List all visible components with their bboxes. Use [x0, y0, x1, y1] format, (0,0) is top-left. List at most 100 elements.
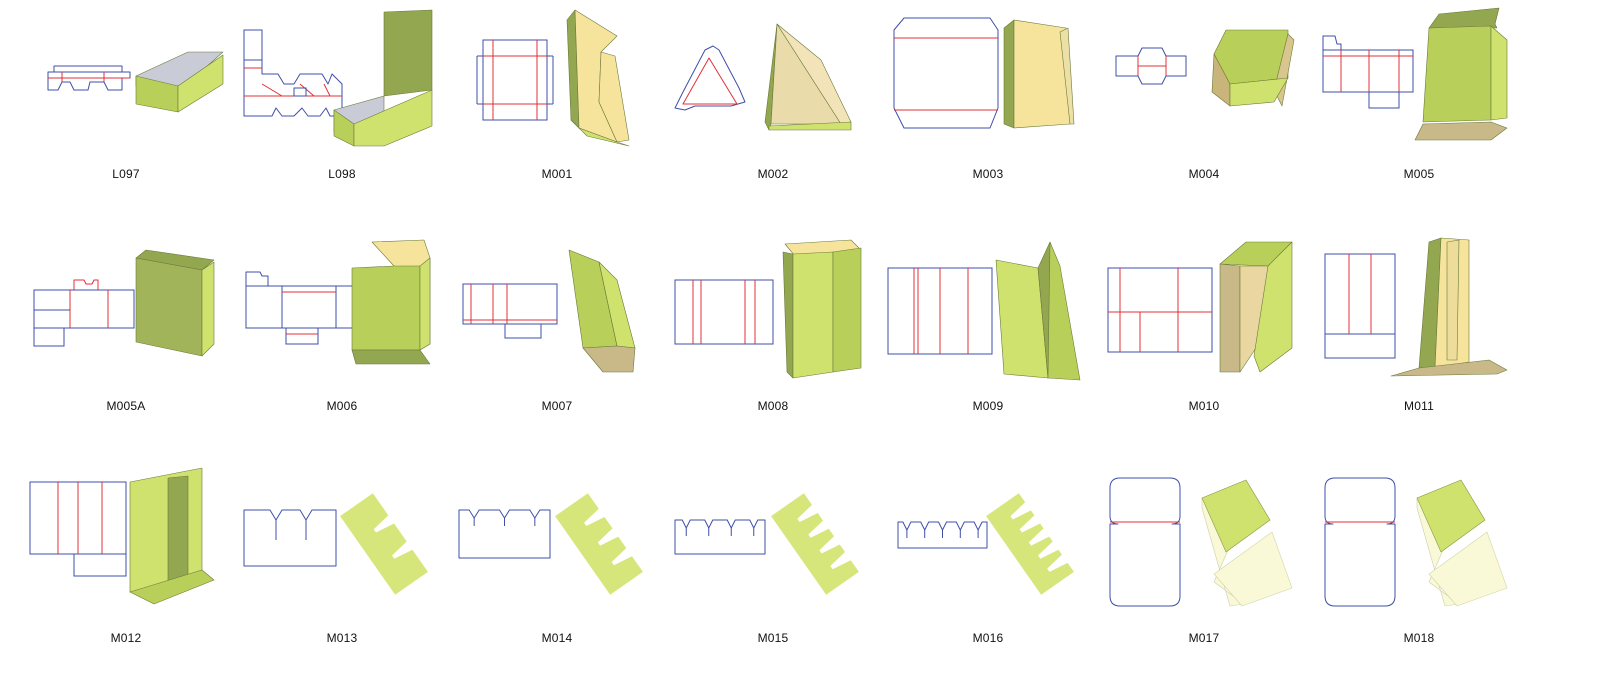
- flat-dieline: [47, 65, 131, 91]
- dieline-base: [73, 553, 127, 577]
- template-m002[interactable]: M002: [665, 0, 881, 200]
- front-panel: [1229, 77, 1289, 107]
- flat-dieline: [476, 39, 554, 121]
- template-thumbnail: [476, 9, 630, 147]
- template-l097[interactable]: L097: [18, 0, 234, 200]
- template-code-label: L098: [328, 167, 356, 181]
- template-m007[interactable]: M007: [449, 232, 665, 432]
- template-thumbnail: [33, 249, 215, 357]
- fold-line: [323, 83, 331, 97]
- folded-box-3d: [1003, 19, 1075, 129]
- flat-dieline: [462, 283, 558, 339]
- insert-shape: [771, 493, 859, 595]
- dieline-tab: [1322, 35, 1342, 50]
- flat-dieline: [674, 279, 774, 345]
- template-m003[interactable]: M003: [880, 0, 1096, 200]
- dieline-left: [245, 285, 283, 329]
- dieline-outline: [893, 17, 999, 129]
- template-m009[interactable]: M009: [880, 232, 1096, 432]
- dieline-panel: [674, 279, 774, 345]
- spine-panel: [1003, 19, 1015, 129]
- template-m014[interactable]: M014: [449, 464, 665, 664]
- template-m006[interactable]: M006: [234, 232, 450, 432]
- front-panel: [1201, 479, 1271, 553]
- template-code-label: M016: [972, 631, 1004, 645]
- template-code-label: M015: [757, 631, 789, 645]
- edge-flap: [1059, 27, 1075, 125]
- top-flap: [1428, 7, 1500, 29]
- template-code-label: M017: [1188, 631, 1220, 645]
- dieline-bottom: [504, 323, 542, 339]
- template-m008[interactable]: M008: [665, 232, 881, 432]
- template-code-label: M013: [326, 631, 358, 645]
- folded-box-3d: [351, 239, 431, 365]
- spine-panel: [782, 251, 794, 379]
- template-thumbnail: [887, 241, 1081, 381]
- folded-box-3d: [1211, 29, 1295, 107]
- template-m017[interactable]: M017: [1096, 464, 1312, 664]
- dieline-outline: [674, 45, 746, 111]
- folded-box-3d: [340, 493, 428, 595]
- dieline-panel: [482, 39, 548, 121]
- folded-box-3d: [771, 493, 859, 595]
- folded-box-3d: [555, 493, 643, 595]
- back-panel: [383, 9, 433, 97]
- template-m016[interactable]: M016: [880, 464, 1096, 664]
- template-thumbnail: [1324, 477, 1508, 607]
- template-thumbnail: [458, 493, 643, 595]
- dieline-outline: [897, 521, 988, 549]
- dieline-panels: [462, 283, 558, 325]
- template-thumbnail: [1324, 237, 1508, 377]
- side-flap: [598, 51, 630, 143]
- right-panel: [1047, 241, 1081, 381]
- folded-box-3d: [995, 241, 1081, 381]
- side-panel: [201, 261, 215, 357]
- folded-box-3d: [129, 467, 215, 605]
- dieline-outline: [674, 519, 766, 555]
- template-thumbnail: [1115, 29, 1295, 107]
- template-m005a[interactable]: M005A: [18, 232, 234, 432]
- template-m011[interactable]: M011: [1311, 232, 1527, 432]
- template-thumbnail: [245, 239, 431, 365]
- template-code-label: M001: [541, 167, 573, 181]
- template-thumbnail: [1109, 477, 1293, 607]
- folded-box-3d: [986, 493, 1074, 595]
- template-code-label: M009: [972, 399, 1004, 413]
- template-m005[interactable]: M005: [1311, 0, 1527, 200]
- dieline-panel: [1107, 267, 1213, 353]
- front-panel: [770, 23, 842, 125]
- fold-triangle: [682, 57, 738, 105]
- front-panel: [1422, 25, 1492, 123]
- front-panel: [135, 257, 203, 357]
- dieline-bottom: [33, 327, 65, 347]
- dieline-outline: [1324, 477, 1396, 607]
- insert-body: [771, 493, 859, 595]
- dieline-tab: [245, 271, 269, 286]
- template-m015[interactable]: M015: [665, 464, 881, 664]
- dieline-tuck: [73, 279, 99, 290]
- folded-box-3d: [1201, 479, 1293, 607]
- template-m013[interactable]: M013: [234, 464, 450, 664]
- template-code-label: M003: [972, 167, 1004, 181]
- template-m012[interactable]: M012: [18, 464, 234, 664]
- template-m001[interactable]: M001: [449, 0, 665, 200]
- template-l098[interactable]: L098: [234, 0, 450, 200]
- inner-strip: [1446, 239, 1460, 361]
- bottom-edge: [351, 349, 431, 365]
- template-m018[interactable]: M018: [1311, 464, 1527, 664]
- flat-dieline: [897, 521, 988, 549]
- dieline-outline: [47, 71, 131, 91]
- template-thumbnail: [897, 493, 1074, 595]
- flat-dieline: [1324, 253, 1396, 359]
- folded-box-3d: [764, 23, 852, 131]
- folded-box-3d: [782, 239, 862, 379]
- flat-dieline: [887, 267, 993, 355]
- template-code-label: M002: [757, 167, 789, 181]
- template-code-label: M008: [757, 399, 789, 413]
- dieline-side: [33, 289, 71, 329]
- flat-dieline: [245, 271, 355, 345]
- base-panel: [1390, 359, 1508, 377]
- template-m004[interactable]: M004: [1096, 0, 1312, 200]
- base-flap: [1414, 121, 1508, 141]
- template-m010[interactable]: M010: [1096, 232, 1312, 432]
